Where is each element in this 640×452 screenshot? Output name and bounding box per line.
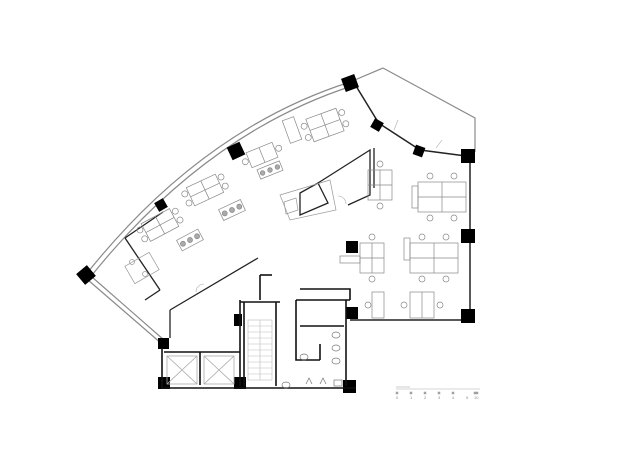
reception-desk [279,179,337,221]
stairs [247,319,273,381]
scale-bar-labels: 0 1 2 3 4 5 10 [392,395,482,403]
scale-label: 5 [466,395,469,400]
toilet-fixtures [281,331,343,389]
core-walls [161,274,356,389]
scale-bar [395,386,480,395]
scale-label: 1 [410,395,413,400]
door-swings [195,119,443,293]
scale-label: 10 [474,395,479,400]
workstation-clusters-right [339,160,467,319]
elevator-shafts [166,355,235,385]
scale-label: 0 [396,395,399,400]
interior-partitions [124,148,375,338]
scale-label: 2 [424,395,427,400]
scale-label: 4 [452,395,455,400]
inner-glazing [350,85,471,321]
scale-label: 3 [438,395,441,400]
meeting-room-table [124,251,160,285]
workstation-clusters-facade [136,107,350,252]
facade-glazing [83,67,476,345]
